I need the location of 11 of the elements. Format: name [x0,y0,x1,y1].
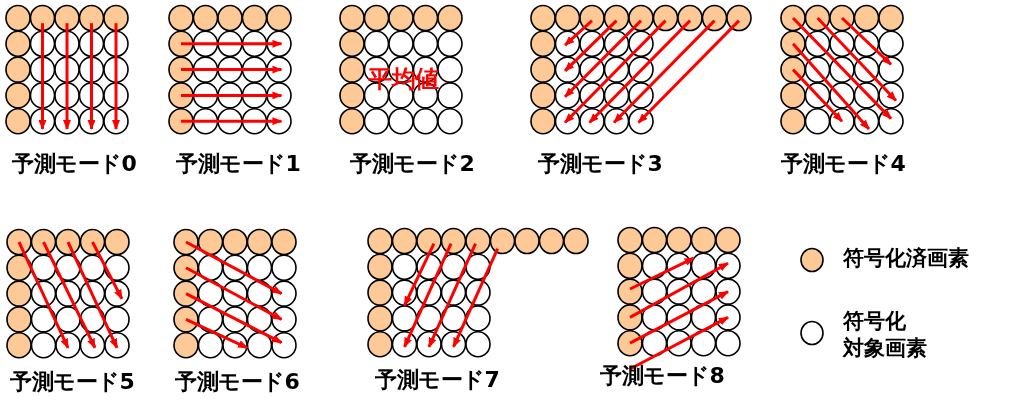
mode-caption: 予測モード8 [600,364,725,389]
mode-caption: 予測モード4 [781,152,906,177]
mode-caption: 予測モード0 [12,152,137,177]
mode-caption: 予測モード3 [538,152,663,177]
mode-caption: 予測モード2 [350,152,475,177]
mode-caption: 予測モード5 [10,370,135,395]
mode-caption: 予測モード6 [175,370,300,395]
mode-caption: 予測モード1 [176,152,301,177]
legend-text: 符号化対象画素 [843,308,928,363]
legend-text: 符号化済画素 [843,245,970,272]
mode-caption: 予測モード7 [375,368,500,393]
